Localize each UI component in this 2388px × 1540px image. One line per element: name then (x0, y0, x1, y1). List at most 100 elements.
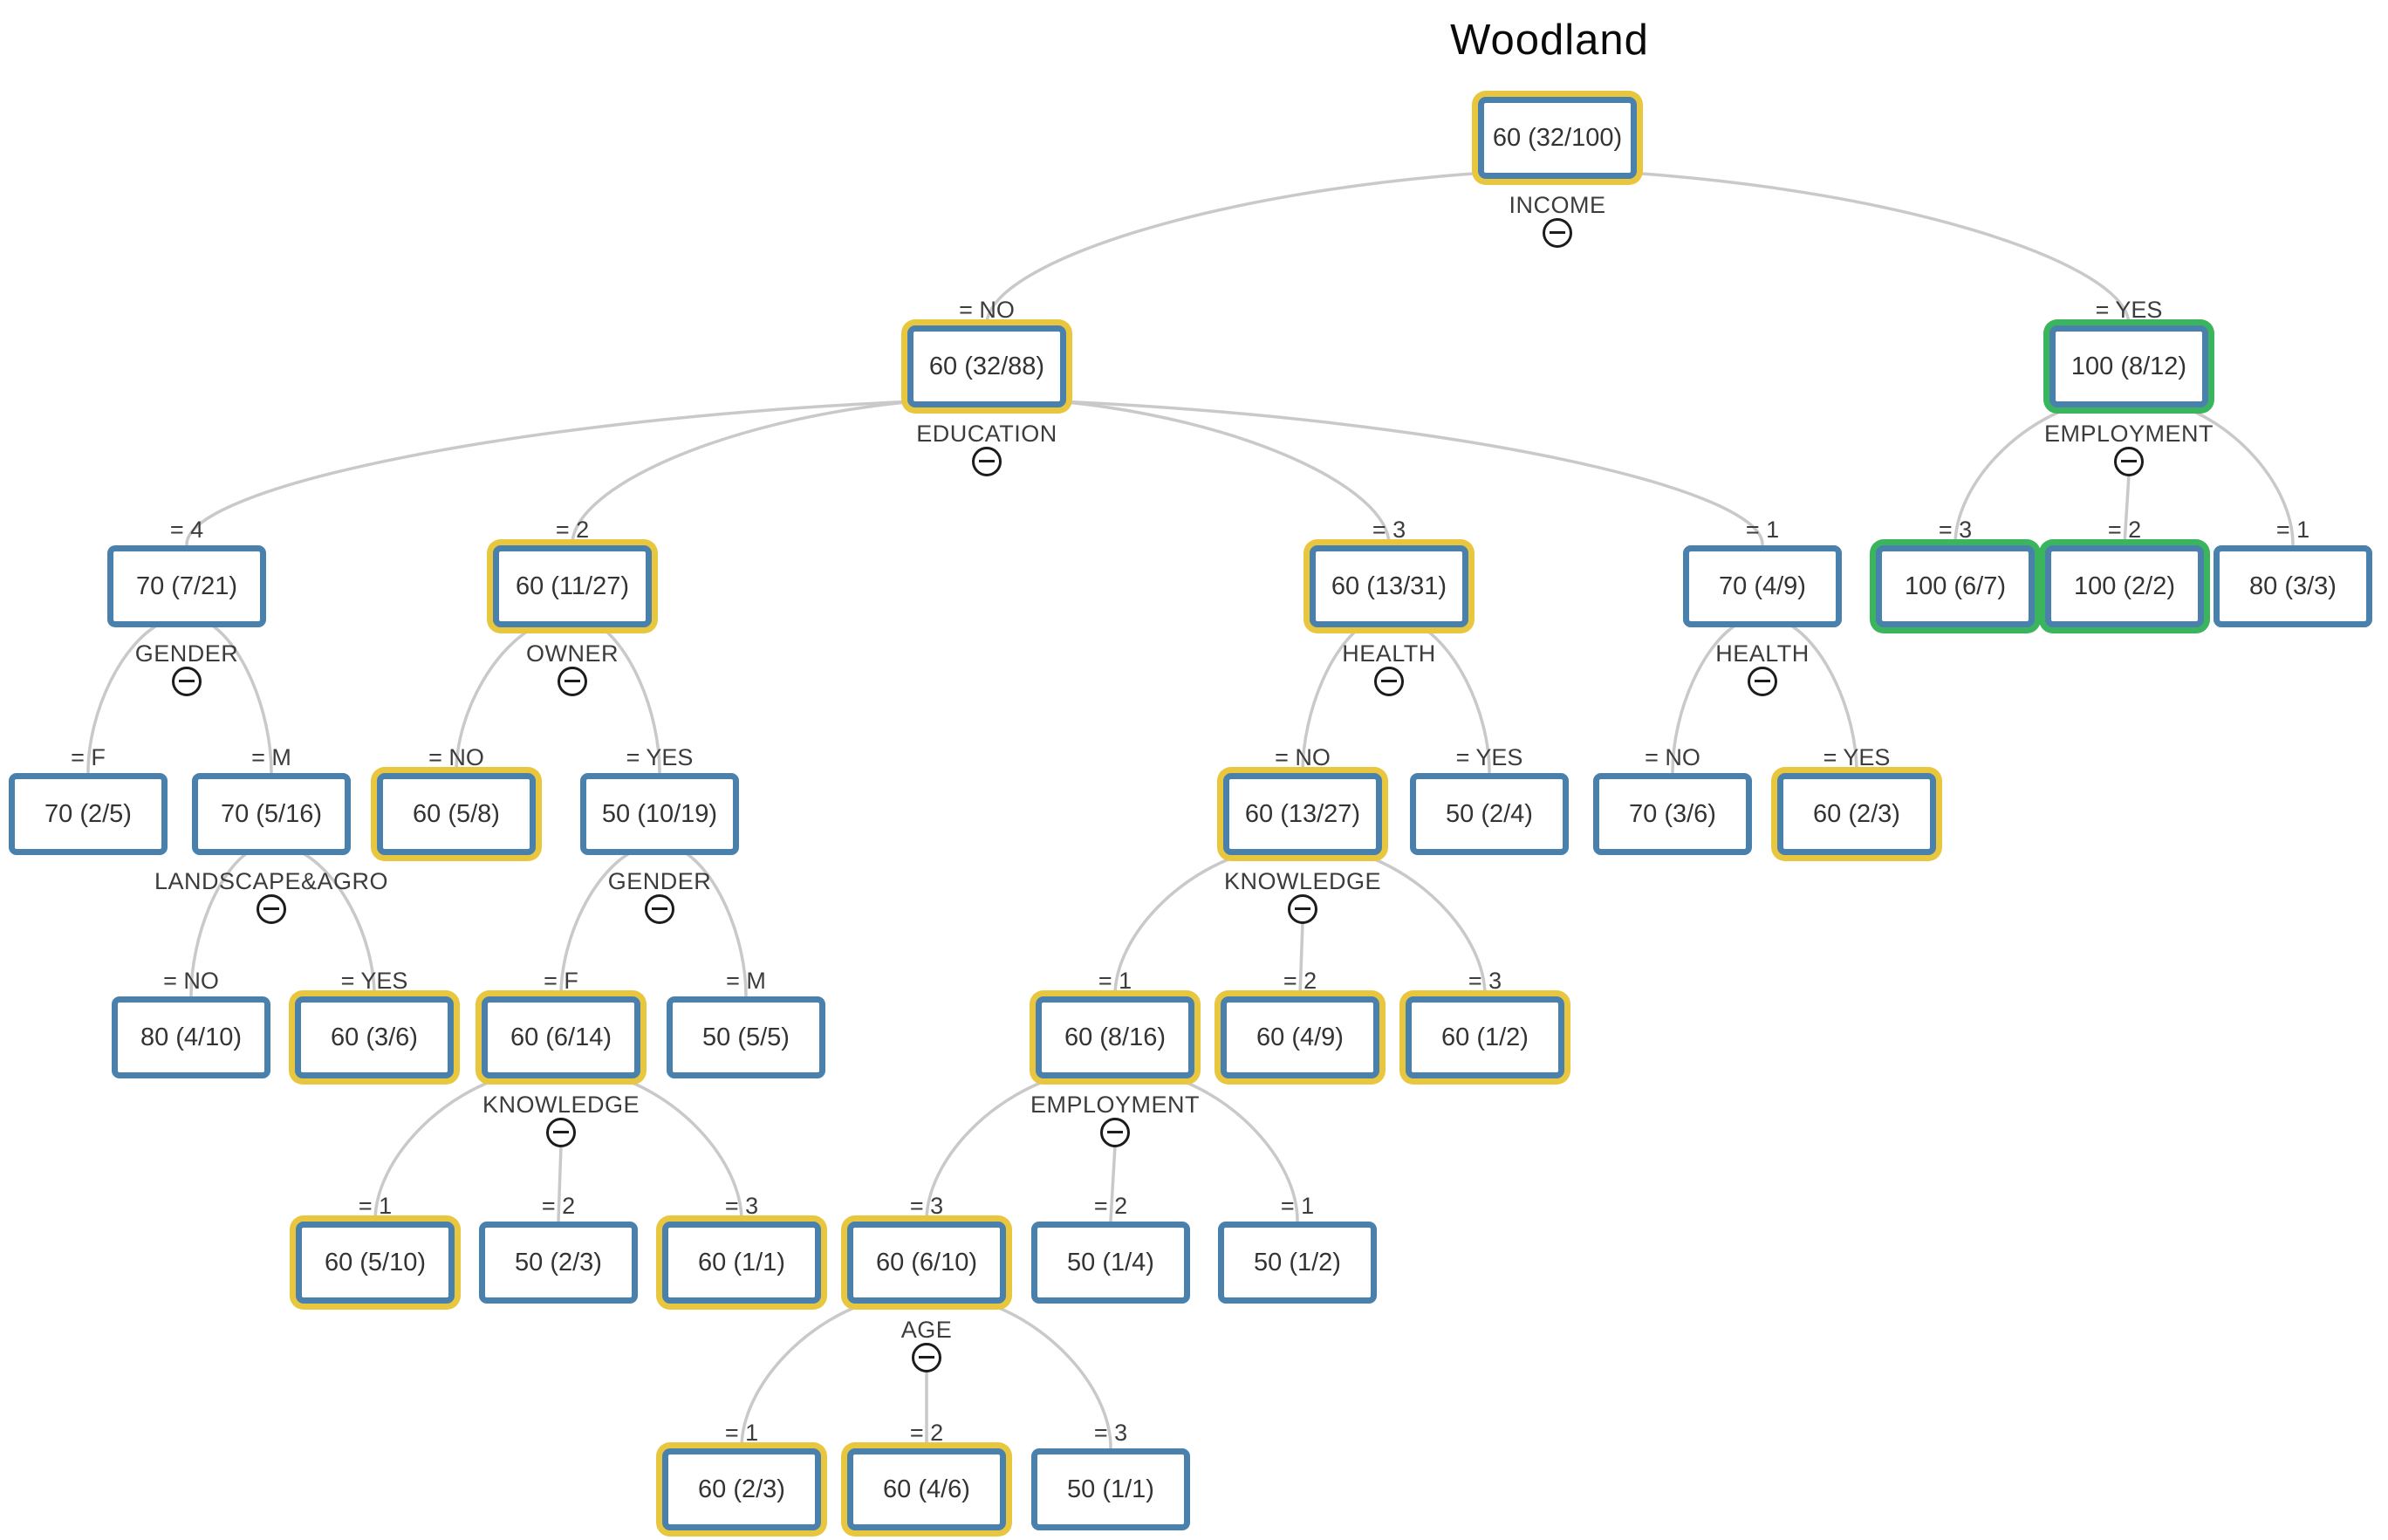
tree-edge (292, 847, 376, 997)
node-value: 100 (2/2) (2073, 572, 2176, 600)
split-variable-label: HEALTH (1342, 640, 1436, 667)
tree-node[interactable]: 70 (4/9) (1683, 545, 1842, 627)
node-value: 50 (1/2) (1254, 1248, 1341, 1276)
edge-label: = M (726, 968, 766, 994)
tree-node[interactable]: 50 (2/3) (479, 1222, 638, 1304)
node-value: 60 (13/31) (1331, 572, 1447, 600)
split-variable-label: HEALTH (1715, 640, 1810, 667)
tree-node[interactable]: 100 (6/7) (1876, 545, 2035, 627)
split-variable-label: EMPLOYMENT (1030, 1092, 1201, 1118)
tree-node[interactable]: 80 (3/3) (2214, 545, 2372, 627)
split-variable-label: GENDER (134, 640, 239, 667)
edge-label: = 3 (909, 1193, 944, 1219)
tree-node[interactable]: 100 (8/12) (2049, 325, 2208, 407)
tree-edge (373, 1071, 522, 1222)
collapse-icon[interactable] (2114, 447, 2144, 476)
tree-edge (925, 1071, 1076, 1222)
tree-edge (985, 171, 1488, 326)
collapse-icon[interactable] (972, 447, 1002, 476)
node-value: 50 (5/5) (702, 1023, 790, 1051)
tree-node[interactable]: 80 (4/10) (112, 996, 270, 1078)
node-value: 70 (4/9) (1719, 572, 1806, 600)
tree-node[interactable]: 70 (7/21) (107, 545, 266, 627)
tree-edge (1153, 1071, 1299, 1222)
tree-node[interactable]: 50 (1/1) (1031, 1448, 1190, 1530)
tree-node[interactable]: 60 (4/6) (847, 1448, 1006, 1530)
node-value: 100 (8/12) (2070, 352, 2187, 380)
tree-node[interactable]: 60 (3/6) (295, 996, 454, 1078)
collapse-icon[interactable] (1748, 667, 1777, 696)
tree-node[interactable]: 60 (4/9) (1221, 996, 1379, 1078)
node-value: 60 (5/8) (413, 799, 500, 828)
tree-node[interactable]: 60 (13/31) (1310, 545, 1468, 627)
tree-node[interactable]: 60 (6/10) (847, 1222, 1006, 1304)
tree-edge (1627, 171, 2131, 326)
node-value: 70 (5/16) (220, 799, 323, 828)
tree-edge (559, 847, 640, 997)
tree-edge (965, 1296, 1112, 1449)
tree-edge (677, 847, 748, 997)
tree-node[interactable]: 60 (13/27) (1223, 773, 1382, 855)
tree-node[interactable]: 60 (1/2) (1406, 996, 1564, 1078)
tree-edge (1341, 847, 1487, 997)
edge-label: = 3 (724, 1193, 759, 1219)
tree-edge (2163, 400, 2295, 546)
collapse-icon[interactable] (1543, 218, 1572, 248)
collapse-icon[interactable] (558, 667, 587, 696)
edge-label: = NO (1645, 744, 1700, 770)
tree-edge (1109, 1144, 1117, 1222)
tree-edge (1954, 400, 2092, 546)
tree-node[interactable]: 70 (2/5) (9, 773, 168, 855)
node-value: 60 (6/14) (510, 1023, 612, 1051)
tree-node[interactable]: 50 (1/4) (1031, 1222, 1190, 1304)
node-value: 50 (2/3) (515, 1248, 602, 1276)
node-value: 50 (2/4) (1446, 799, 1533, 828)
tree-node[interactable]: 60 (8/16) (1036, 996, 1194, 1078)
tree-edge (189, 847, 256, 997)
edge-label: = 1 (2275, 517, 2310, 543)
collapse-icon[interactable] (257, 894, 286, 924)
tree-node[interactable]: 70 (3/6) (1593, 773, 1752, 855)
tree-node[interactable]: 60 (5/10) (296, 1222, 455, 1304)
split-variable-label: EMPLOYMENT (2043, 421, 2214, 447)
tree-node[interactable]: 60 (1/1) (662, 1222, 821, 1304)
tree-node[interactable]: 60 (6/14) (482, 996, 640, 1078)
tree-node[interactable]: 70 (5/16) (192, 773, 351, 855)
tree-edge (1671, 619, 1745, 774)
tree-node[interactable]: 50 (1/2) (1218, 1222, 1377, 1304)
edge-label: = 2 (1093, 1193, 1128, 1219)
tree-edge (590, 619, 661, 774)
tree-node[interactable]: 60 (32/100) (1478, 97, 1637, 179)
tree-node[interactable]: 60 (2/3) (662, 1448, 821, 1530)
collapse-icon[interactable] (645, 894, 674, 924)
edge-label: = 1 (1098, 968, 1132, 994)
tree-node[interactable]: 50 (2/4) (1410, 773, 1569, 855)
collapse-icon[interactable] (546, 1118, 576, 1147)
collapse-icon[interactable] (172, 667, 202, 696)
node-value: 60 (13/27) (1244, 799, 1361, 828)
collapse-icon[interactable] (912, 1343, 941, 1372)
split-variable-label: KNOWLEDGE (482, 1092, 640, 1118)
edge-label: = 2 (541, 1193, 576, 1219)
tree-node[interactable]: 60 (11/27) (493, 545, 652, 627)
tree-node[interactable]: 60 (2/3) (1777, 773, 1936, 855)
collapse-icon[interactable] (1100, 1118, 1130, 1147)
tree-node[interactable]: 60 (5/8) (377, 773, 536, 855)
tree-edge (1301, 619, 1372, 774)
collapse-icon[interactable] (1374, 667, 1404, 696)
split-variable-label: LANDSCAPE&AGRO (154, 868, 389, 894)
edge-label: = 3 (1093, 1420, 1128, 1446)
tree-title: Woodland (1450, 17, 1649, 64)
node-value: 60 (6/10) (875, 1248, 978, 1276)
tree-node[interactable]: 100 (2/2) (2045, 545, 2204, 627)
tree-node[interactable]: 50 (5/5) (667, 996, 825, 1078)
split-variable-label: INCOME (1509, 192, 1606, 218)
tree-node[interactable]: 50 (10/19) (580, 773, 739, 855)
tree-node[interactable]: 60 (32/88) (907, 325, 1066, 407)
node-value: 60 (1/1) (698, 1248, 785, 1276)
edge-label: = 1 (358, 1193, 393, 1219)
collapse-icon[interactable] (1288, 894, 1317, 924)
split-variable-label: KNOWLEDGE (1223, 868, 1382, 894)
tree-edge (557, 1144, 563, 1222)
